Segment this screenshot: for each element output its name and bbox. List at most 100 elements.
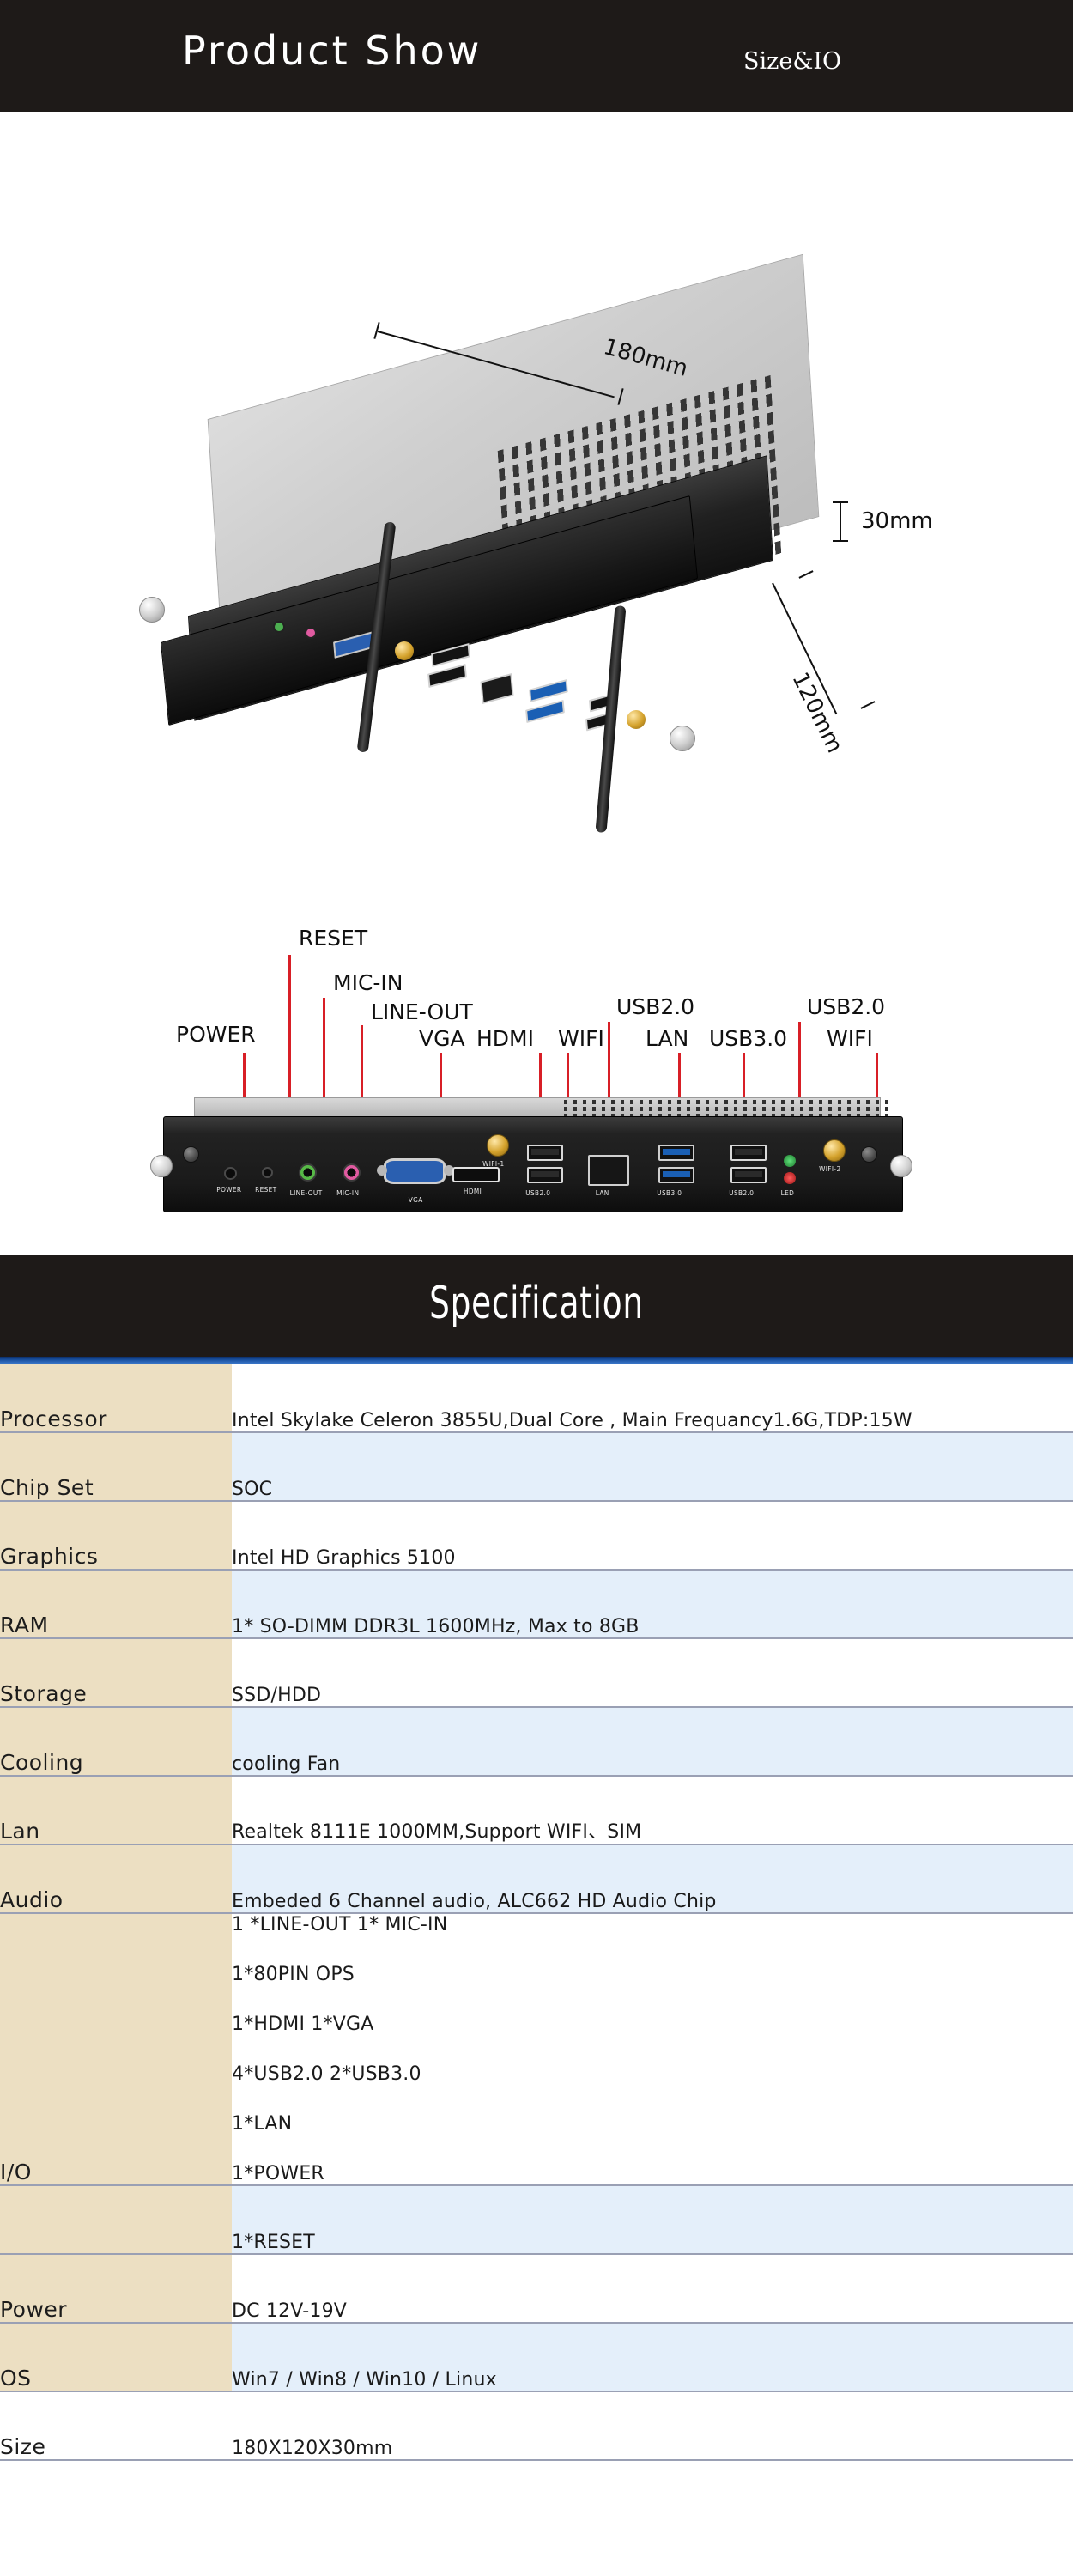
spec-key-processor: Processor xyxy=(0,1364,232,1432)
table-row: Lan Realtek 8111E 1000MM,Support WIFI、SI… xyxy=(0,1776,1073,1844)
power-button xyxy=(224,1167,237,1180)
dim-tick-30mm-bottom xyxy=(833,540,848,542)
table-row: Processor Intel Skylake Celeron 3855U,Du… xyxy=(0,1364,1073,1432)
io-line: 4*USB2.0 2*USB3.0 xyxy=(232,2063,421,2085)
panel-screw-left xyxy=(183,1146,199,1163)
usb2-right-upper xyxy=(730,1145,767,1161)
wifi-1-sma-connector xyxy=(487,1134,509,1157)
spec-value-reset: 1*RESET xyxy=(232,2185,1073,2254)
spec-key-io: I/O xyxy=(0,1913,232,2185)
thumbscrew-right xyxy=(670,726,695,751)
panel-label-wifi-1: WIFI-1 xyxy=(482,1160,505,1168)
leader-mic-in xyxy=(323,998,325,1152)
callout-wifi-right: WIFI xyxy=(827,1026,873,1051)
table-row: Audio Embeded 6 Channel audio, ALC662 HD… xyxy=(0,1844,1073,1913)
io-line: 1*POWER xyxy=(232,2163,324,2184)
iso-port-usb-lower xyxy=(427,663,467,689)
spec-value-graphics: Intel HD Graphics 5100 xyxy=(232,1501,1073,1570)
usb2-right-lower xyxy=(730,1167,767,1183)
leader-line-out xyxy=(361,1025,363,1152)
callout-lan: LAN xyxy=(646,1026,689,1051)
usb3-upper xyxy=(658,1145,694,1161)
io-line: 1*80PIN OPS xyxy=(232,1964,355,1985)
spec-key-storage: Storage xyxy=(0,1638,232,1707)
spec-value-os: Win7 / Win8 / Win10 / Linux xyxy=(232,2323,1073,2391)
table-row-io: I/O 1 *LINE-OUT 1* MIC-IN 1*80PIN OPS 1*… xyxy=(0,1913,1073,2185)
specification-banner: Specification xyxy=(0,1255,1073,1357)
product-photo-area: 180mm 30mm 120mm POWER RESET MIC-IN LINE… xyxy=(0,112,1073,1255)
spec-value-io: 1 *LINE-OUT 1* MIC-IN 1*80PIN OPS 1*HDMI… xyxy=(232,1913,1073,2185)
leader-wifi-1 xyxy=(567,1053,569,1127)
iso-port-usb3-lower xyxy=(525,699,565,724)
panel-label-led: LED xyxy=(780,1189,795,1197)
page-subtitle: Size&IO xyxy=(743,48,842,75)
table-row: RAM 1* SO-DIMM DDR3L 1600MHz, Max to 8GB xyxy=(0,1570,1073,1638)
io-line: 1*LAN xyxy=(232,2113,293,2135)
panel-label-line-out: LINE-OUT xyxy=(289,1189,323,1197)
spec-value-chipset: SOC xyxy=(232,1432,1073,1501)
table-row: Chip Set SOC xyxy=(0,1432,1073,1501)
dim-tick-120mm-bottom xyxy=(860,701,876,709)
spec-value-audio: Embeded 6 Channel audio, ALC662 HD Audio… xyxy=(232,1844,1073,1913)
table-row: Power DC 12V-19V xyxy=(0,2254,1073,2323)
callout-mic-in: MIC-IN xyxy=(333,970,403,995)
ops-module-photo xyxy=(129,253,824,834)
iso-port-lan xyxy=(480,672,514,705)
panel-label-power: POWER xyxy=(216,1186,242,1194)
callout-line-out: LINE-OUT xyxy=(371,999,473,1024)
table-row: Storage SSD/HDD xyxy=(0,1638,1073,1707)
vga-port xyxy=(384,1158,446,1184)
leader-wifi-2 xyxy=(876,1053,878,1126)
leader-reset xyxy=(288,955,291,1151)
specification-divider xyxy=(0,1357,1073,1364)
spec-key-reset xyxy=(0,2185,232,2254)
callout-usb20-right: USB2.0 xyxy=(807,994,886,1019)
usb2-left-lower xyxy=(527,1167,563,1183)
usb2-left-upper xyxy=(527,1145,563,1161)
thumbscrew-left xyxy=(139,597,165,623)
iso-port-usb3-upper xyxy=(529,678,568,703)
led-green xyxy=(784,1155,796,1167)
dim-line-30mm xyxy=(840,502,841,542)
spec-value-processor: Intel Skylake Celeron 3855U,Dual Core , … xyxy=(232,1364,1073,1432)
vga-screw-left xyxy=(377,1165,387,1176)
spec-value-storage: SSD/HDD xyxy=(232,1638,1073,1707)
table-row: Cooling cooling Fan xyxy=(0,1707,1073,1776)
spec-key-os: OS xyxy=(0,2323,232,2391)
spec-key-ram: RAM xyxy=(0,1570,232,1638)
leader-usb20-left xyxy=(608,1022,610,1146)
panel-label-lan: LAN xyxy=(595,1189,609,1197)
lan-port xyxy=(588,1155,629,1186)
reset-button xyxy=(262,1167,273,1178)
dim-tick-30mm-top xyxy=(833,501,848,503)
panel-label-usb3: USB3.0 xyxy=(657,1189,682,1197)
io-line: 1*HDMI 1*VGA xyxy=(232,2014,374,2035)
iso-port-lineout xyxy=(273,621,285,633)
mic-in-jack xyxy=(343,1163,361,1182)
spec-value-lan: Realtek 8111E 1000MM,Support WIFI、SIM xyxy=(232,1776,1073,1844)
table-row: Size 180X120X30mm xyxy=(0,2391,1073,2460)
iso-port-micin xyxy=(305,627,317,639)
line-out-jack xyxy=(299,1163,317,1182)
iso-sma-connector-1 xyxy=(395,641,414,660)
callout-reset: RESET xyxy=(299,926,368,951)
vga-screw-right xyxy=(444,1165,454,1176)
panel-label-mic-in: MIC-IN xyxy=(336,1189,360,1197)
specification-table: Processor Intel Skylake Celeron 3855U,Du… xyxy=(0,1364,1073,2461)
io-panel: POWER RESET LINE-OUT MIC-IN VGA WIFI-1 H… xyxy=(150,1116,912,1212)
spec-value-power: DC 12V-19V xyxy=(232,2254,1073,2323)
spec-key-lan: Lan xyxy=(0,1776,232,1844)
panel-label-usb2-left: USB2.0 xyxy=(525,1189,551,1197)
panel-label-usb2-right: USB2.0 xyxy=(729,1189,755,1197)
spec-key-power: Power xyxy=(0,2254,232,2323)
spec-key-cooling: Cooling xyxy=(0,1707,232,1776)
dim-label-30mm: 30mm xyxy=(861,508,933,534)
led-red xyxy=(784,1172,796,1184)
wifi-2-sma-connector xyxy=(823,1139,846,1162)
spec-value-ram: 1* SO-DIMM DDR3L 1600MHz, Max to 8GB xyxy=(232,1570,1073,1638)
panel-thumbscrew-left xyxy=(150,1155,173,1177)
io-line: 1 *LINE-OUT 1* MIC-IN xyxy=(232,1914,448,1935)
callout-usb30: USB3.0 xyxy=(709,1026,788,1051)
table-row: Graphics Intel HD Graphics 5100 xyxy=(0,1501,1073,1570)
panel-label-hdmi: HDMI xyxy=(463,1188,482,1195)
